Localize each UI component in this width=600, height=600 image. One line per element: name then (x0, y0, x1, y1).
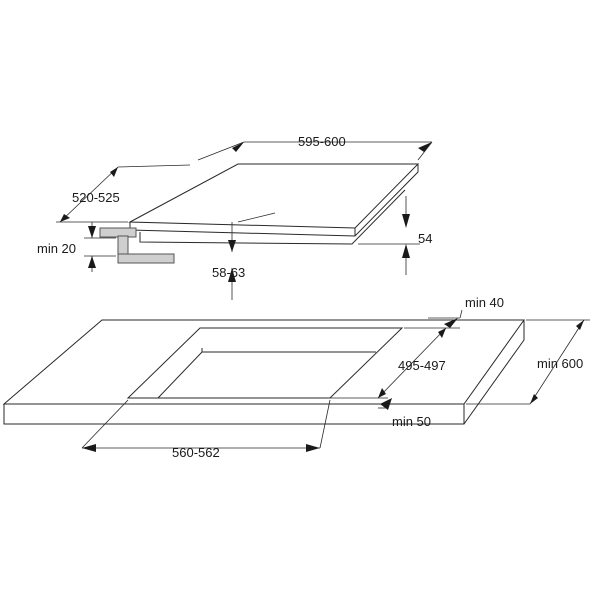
hob-top-surface (128, 163, 420, 229)
cutout-inner-edge (157, 351, 376, 399)
cutout-width-label: 560-562 (172, 445, 220, 460)
dim-height: 54 (358, 196, 432, 275)
dim-min-20: min 20 (37, 222, 116, 272)
countertop-top (2, 319, 525, 405)
min-600-label: min 600 (537, 356, 583, 371)
depth-label: 520-525 (72, 190, 120, 205)
cutout (126, 327, 404, 399)
dim-width: 595-600 (197, 134, 433, 161)
min-50-label: min 50 (392, 414, 431, 429)
dim-cutout-depth: 495-497 (377, 327, 447, 399)
countertop (2, 319, 525, 425)
width-label: 595-600 (298, 134, 346, 149)
countertop-front (3, 320, 525, 425)
cutout-outline (126, 327, 404, 399)
hob-cut-line (237, 212, 276, 223)
dim-min-600: min 600 (466, 319, 590, 405)
mounting-bracket (99, 227, 175, 264)
height-label: 54 (418, 231, 432, 246)
dim-min-40: min 40 (404, 295, 504, 329)
hob-body (139, 189, 406, 245)
dim-total-depth: 58-63 (212, 222, 245, 300)
hob-unit (128, 163, 420, 245)
dim-depth: 520-525 (56, 164, 191, 223)
dim-cutout-width: 560-562 (81, 399, 331, 460)
total-depth-label: 58-63 (212, 265, 245, 280)
dim-min-50: min 50 (330, 397, 431, 429)
hob-glass-edge (129, 164, 419, 237)
min-20-label: min 20 (37, 241, 76, 256)
cutout-depth-label: 495-497 (398, 358, 446, 373)
min-40-label: min 40 (465, 295, 504, 310)
